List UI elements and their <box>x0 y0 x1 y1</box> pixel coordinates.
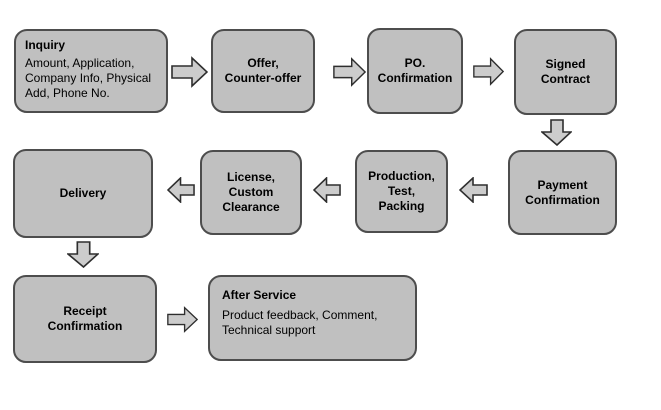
node-offer-label: Offer, Counter-offer <box>224 56 302 85</box>
node-production-label: Production, Test, Packing <box>368 169 435 213</box>
arrow-left-production-to-license-icon <box>313 177 341 203</box>
node-after-service-title: After Service <box>222 288 297 302</box>
node-payment-confirmation: Payment Confirmation <box>508 150 617 235</box>
node-license-label: License, Custom Clearance <box>222 170 280 214</box>
arrow-right-receipt-to-after-service-icon <box>167 306 198 333</box>
arrow-down-signed-to-payment-icon <box>541 119 572 146</box>
node-offer-counter-offer: Offer, Counter-offer <box>211 29 315 113</box>
arrow-left-payment-to-production-icon <box>459 177 488 203</box>
node-delivery-label: Delivery <box>59 186 107 200</box>
arrow-left-license-to-delivery-icon <box>167 177 195 203</box>
arrow-down-delivery-to-receipt-icon <box>67 241 99 268</box>
node-receipt-confirmation: Receipt Confirmation <box>13 275 157 363</box>
node-signed-label: Signed Contract <box>540 57 591 86</box>
arrow-right-po-to-signed-icon <box>473 57 504 86</box>
node-after-service-details: Product feedback, Comment, Technical sup… <box>222 308 378 337</box>
node-signed-contract: Signed Contract <box>514 29 617 115</box>
node-receipt-label: Receipt Confirmation <box>47 304 123 333</box>
node-delivery: Delivery <box>13 149 153 238</box>
node-po-label: PO. Confirmation <box>377 56 453 85</box>
node-inquiry: Inquiry Amount, Application, Company Inf… <box>14 29 168 113</box>
node-inquiry-title: Inquiry <box>25 38 66 52</box>
arrow-right-inquiry-to-offer-icon <box>171 56 208 88</box>
arrow-right-offer-to-po-icon <box>333 57 366 87</box>
node-inquiry-details: Amount, Application, Company Info, Physi… <box>25 56 152 100</box>
node-production-test-packing: Production, Test, Packing <box>355 150 448 233</box>
node-license-custom-clearance: License, Custom Clearance <box>200 150 302 235</box>
node-after-service: After Service Product feedback, Comment,… <box>208 275 417 361</box>
node-payment-label: Payment Confirmation <box>525 177 600 207</box>
node-po-confirmation: PO. Confirmation <box>367 28 463 114</box>
